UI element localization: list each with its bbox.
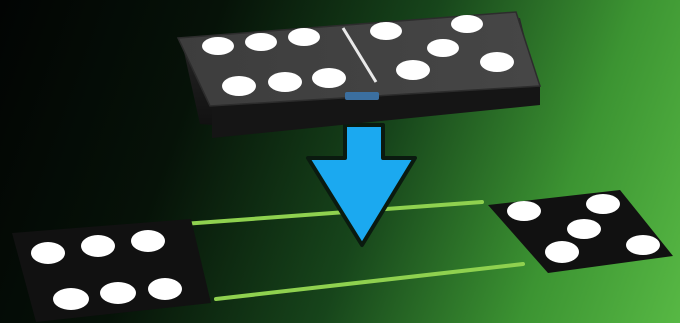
held-domino[interactable] <box>178 12 540 138</box>
down-arrow-icon <box>308 125 415 245</box>
guide-line-top <box>183 202 482 224</box>
guide-line-bottom <box>216 264 523 299</box>
left-slot-tile[interactable] <box>12 219 211 322</box>
right-slot-tile[interactable] <box>488 190 673 273</box>
domino-center-pin <box>345 92 379 100</box>
